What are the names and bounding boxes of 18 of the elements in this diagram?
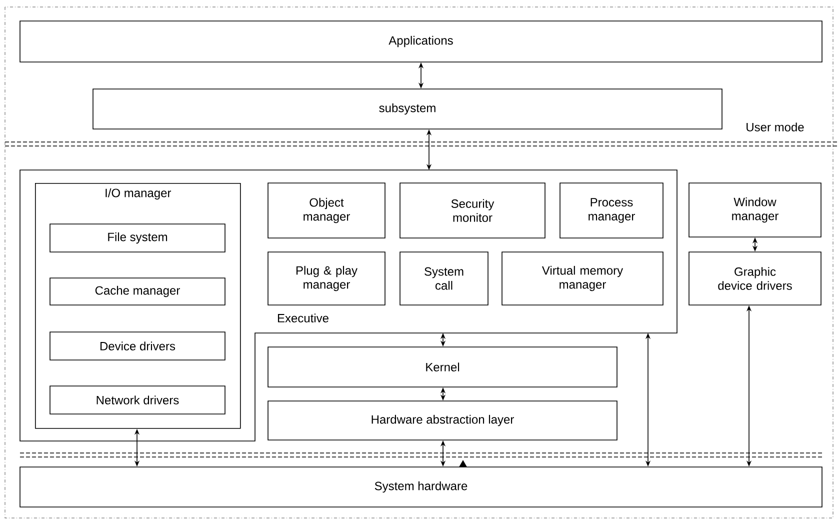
component-box: subsystem (92, 88, 722, 130)
component-box: Hardware abstraction layer (268, 400, 618, 440)
component-box: Graphic device drivers (688, 252, 822, 306)
component-box: Applications (20, 20, 822, 62)
component-box: Object manager (268, 182, 386, 238)
component-box: Cache manager (50, 278, 226, 306)
component-box: Security monitor (400, 182, 546, 238)
component-box: Device drivers (50, 332, 226, 360)
component-box: File system (50, 224, 226, 252)
component-box: System call (400, 252, 488, 306)
component-box: Process manager (560, 182, 664, 238)
component-box: Plug & play manager (268, 252, 386, 306)
component-box: Network drivers (50, 386, 226, 414)
component-box: Window manager (688, 182, 822, 238)
mode-label: User mode (746, 122, 804, 132)
component-box: Virtual memory manager (502, 252, 664, 306)
component-box: System hardware (20, 466, 822, 508)
component-box: Kernel (268, 346, 618, 388)
